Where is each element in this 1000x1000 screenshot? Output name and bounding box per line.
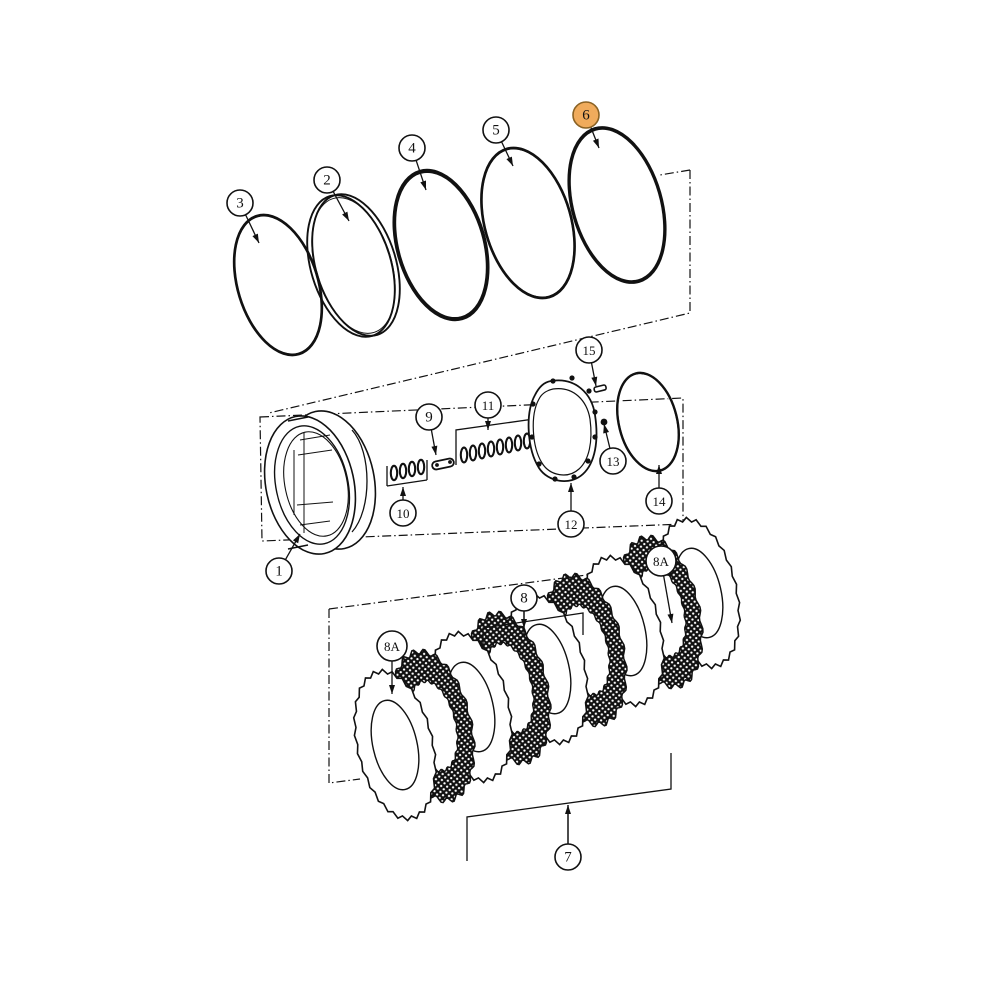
callout-label: 9 [425,410,433,426]
leader-arrowhead [292,534,300,544]
callout-balloon[interactable] [265,557,293,585]
callout-balloon[interactable] [645,545,677,577]
callout-label: 12 [565,517,578,532]
callout-balloon[interactable] [575,336,603,364]
callout-10-c10[interactable]: 10 [389,487,417,527]
seal-ring-5 [480,146,576,300]
callout-label: 8 [520,591,528,607]
callout-label: 6 [582,108,590,124]
seal-ring-set-10 [386,458,428,487]
leader-arrowhead [400,487,406,496]
callout-8-c8[interactable]: 8 [510,584,538,628]
callout-2-c2[interactable]: 2 [313,166,350,222]
leader-arrowhead [252,233,259,243]
seal-ring-6 [567,126,667,284]
leader-arrowhead [521,619,527,628]
leader-arrowhead [603,424,610,434]
callout-balloon[interactable] [398,134,426,162]
callout-balloon[interactable] [313,166,341,194]
leader-arrowhead [592,138,599,148]
callout-label: 15 [583,343,596,358]
pin-15 [593,384,607,393]
group-boundary-top [268,169,691,414]
callout-balloon[interactable] [474,391,502,419]
callout-balloon[interactable] [645,487,673,515]
leader-arrowhead [389,685,395,694]
callout-13-c13[interactable]: 13 [599,423,627,475]
callout-balloon[interactable] [482,116,510,144]
leader-arrowhead [568,483,574,492]
callout-9-c9[interactable]: 9 [415,403,443,456]
callout-14-c14[interactable]: 14 [645,465,673,515]
callout-6-c6[interactable]: 6 [572,101,600,149]
callout-balloon[interactable] [554,843,582,871]
callout-label: 5 [492,123,500,139]
callout-balloon[interactable] [599,447,627,475]
leader-arrowhead [565,805,571,814]
callout-label: 2 [323,173,331,189]
callout-4-c4[interactable]: 4 [398,134,427,191]
leader-arrowhead [506,156,513,166]
callout-label: 4 [408,141,416,157]
clutch-disc-pack [352,516,742,822]
callout-7-c7[interactable]: 7 [554,805,582,871]
callout-label: 3 [236,196,244,212]
callout-3-c3[interactable]: 3 [226,189,260,244]
leader-arrowhead [420,180,426,190]
callout-label: 8A [384,639,401,654]
callout-balloon[interactable] [389,499,417,527]
callout-balloon[interactable] [415,403,443,431]
callout-11-c11[interactable]: 11 [474,391,502,430]
callout-balloon[interactable] [557,510,585,538]
callout-balloon[interactable] [226,189,254,217]
dowel-pin-9 [431,457,455,471]
leader-arrowhead [656,465,662,474]
callout-balloon[interactable] [572,101,600,129]
ball-13 [600,418,608,426]
callout-balloon[interactable] [376,630,408,662]
callout-label: 1 [275,564,283,580]
callout-label: 10 [397,506,410,521]
callout-5-c5[interactable]: 5 [482,116,514,167]
leader-arrowhead [431,445,438,455]
cover-plate-12 [527,375,598,482]
leader-arrowhead [591,376,598,386]
callout-12-c12[interactable]: 12 [557,483,585,538]
callout-label: 11 [482,398,495,413]
group-boundary-bottom [328,559,701,784]
separator-plate [352,668,438,822]
callout-label: 13 [607,454,620,469]
callout-label: 7 [564,850,572,866]
leader-arrowhead [342,211,349,221]
leader-arrowhead [485,421,491,430]
seal-ring-2 [306,193,401,338]
callout-15-c15[interactable]: 15 [575,336,603,387]
leader-arrowhead [667,613,674,623]
callout-8a-c8a_right[interactable]: 8A [645,545,677,624]
callout-8a-c8a_left[interactable]: 8A [376,630,408,694]
callout-1-c1[interactable]: 1 [265,533,301,585]
callout-balloon[interactable] [510,584,538,612]
callout-label: 14 [653,494,667,509]
clutch-housing-drum [263,410,377,555]
callout-label: 8A [653,554,670,569]
